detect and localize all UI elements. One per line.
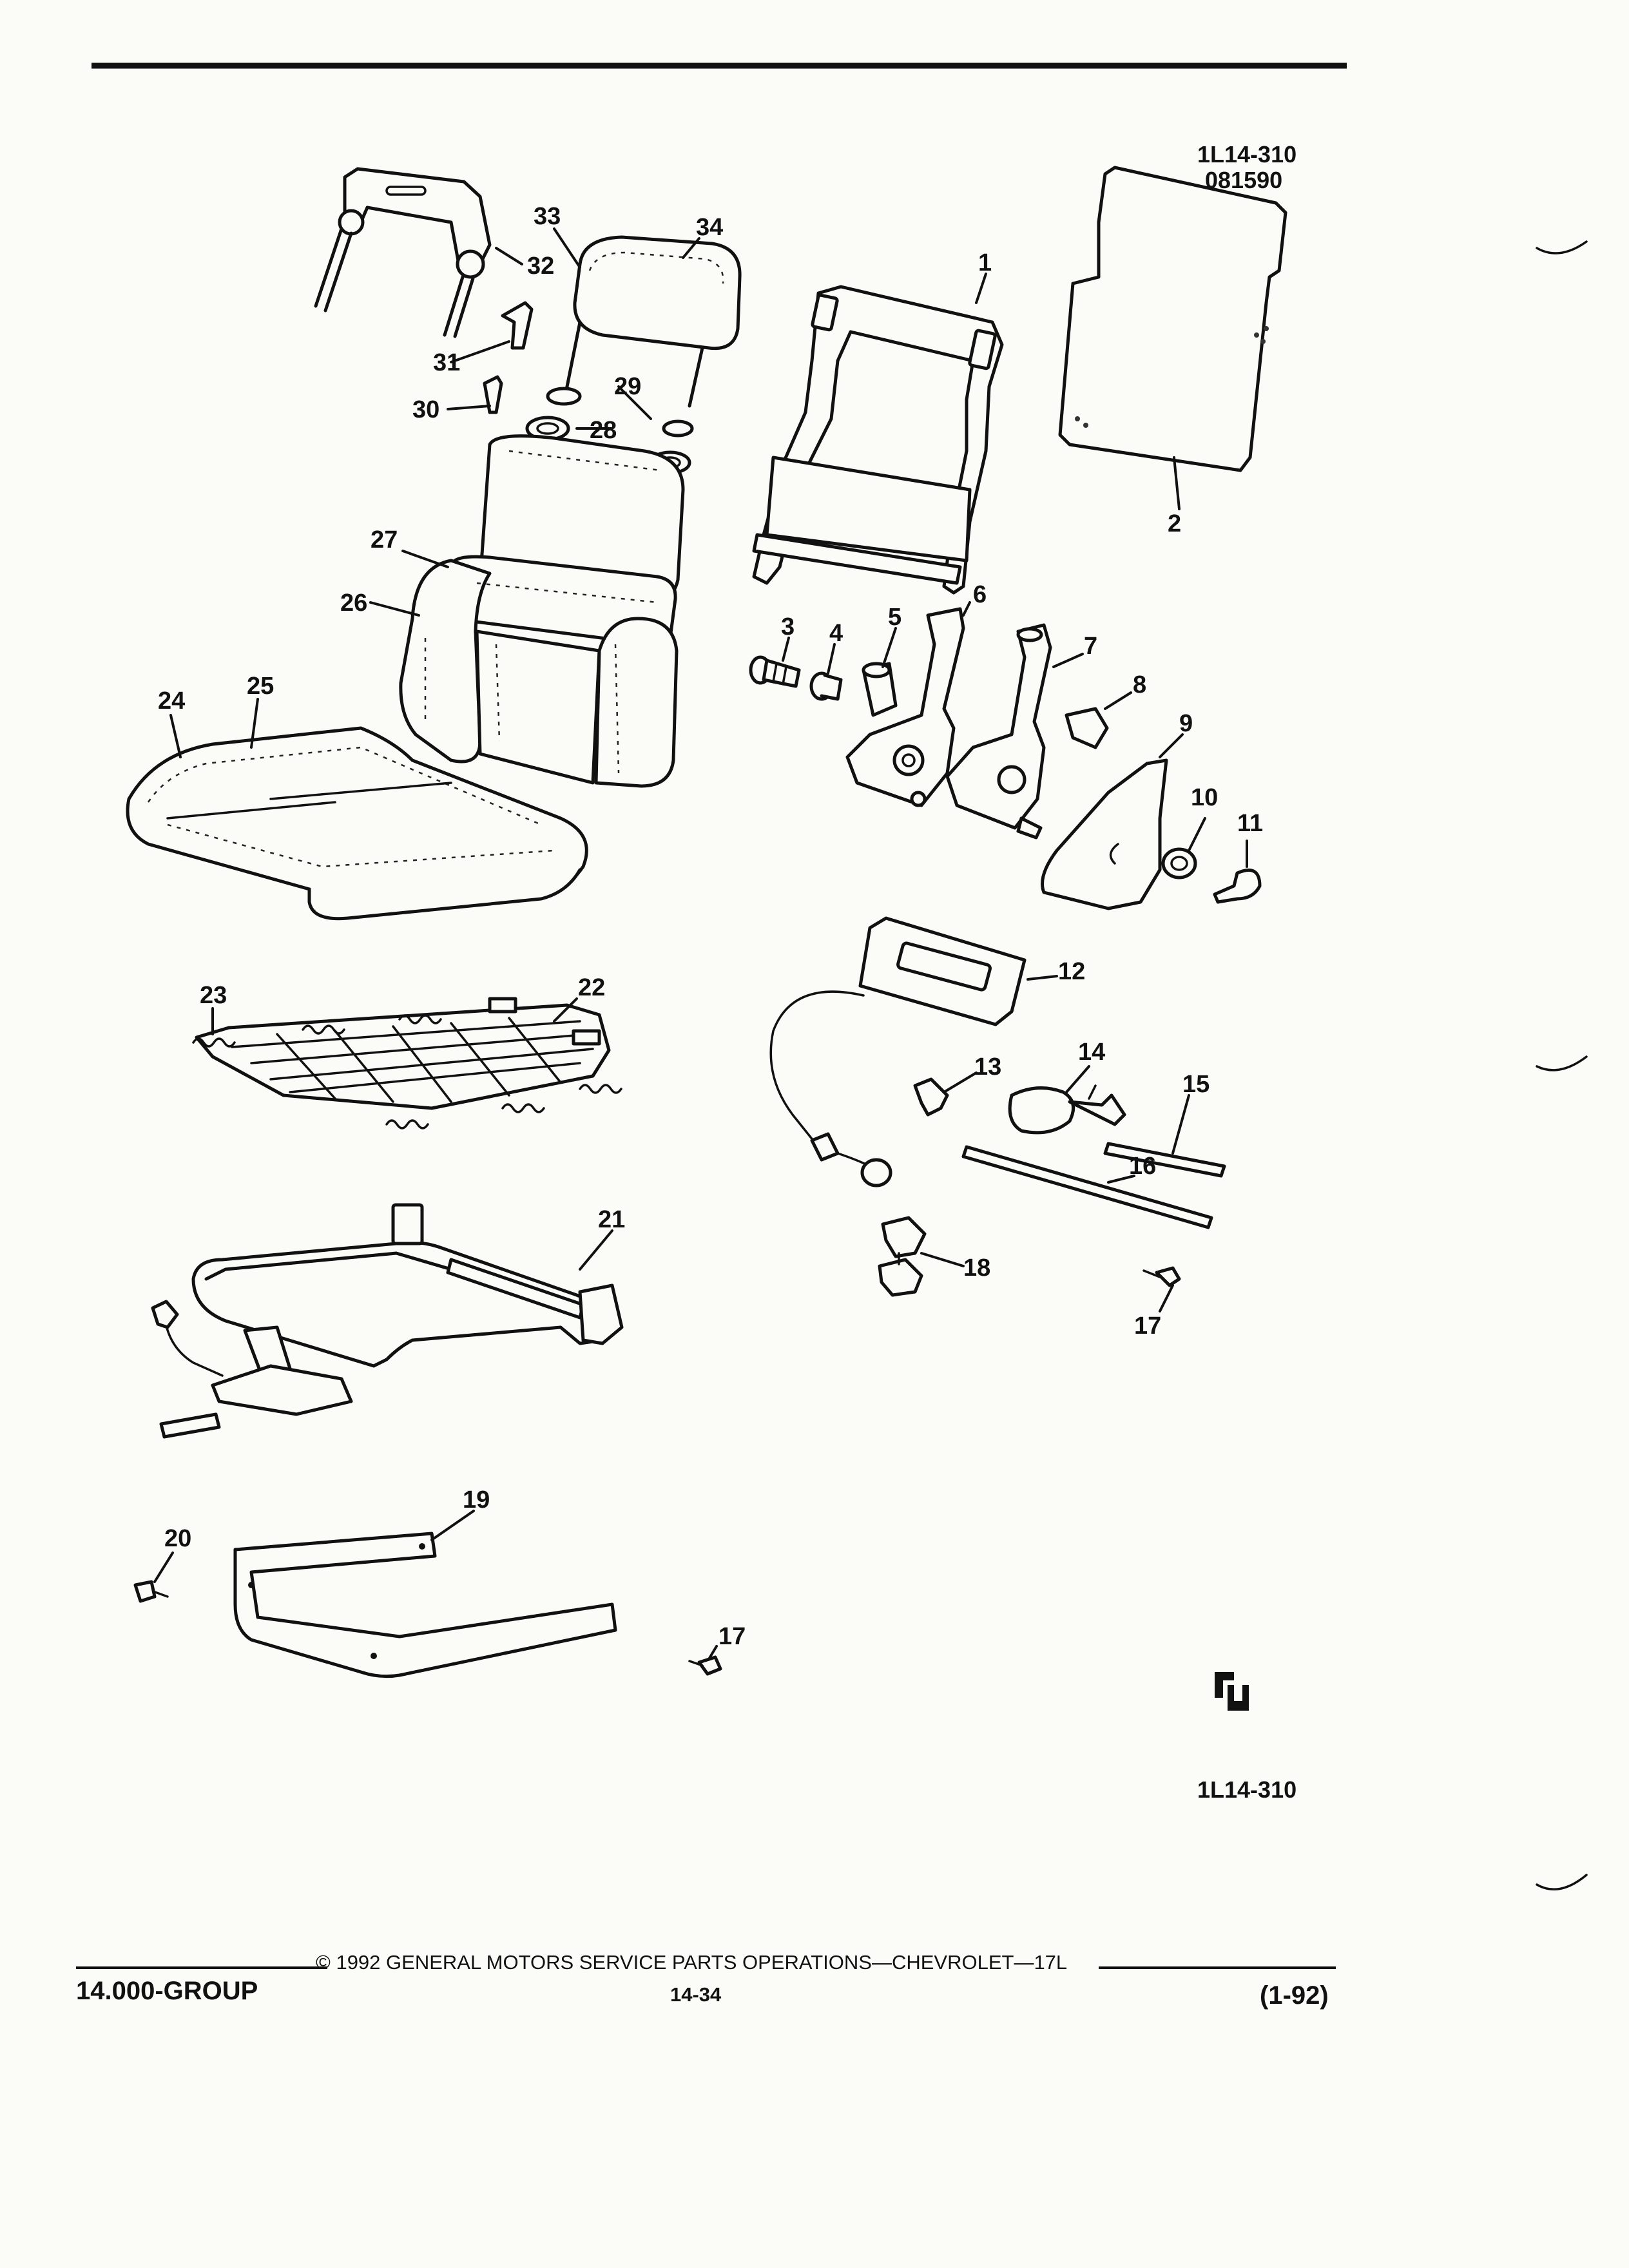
callout-22: 22 — [578, 974, 605, 1001]
callout-24: 24 — [158, 687, 185, 715]
callout-labels: 1 2 3 4 5 6 7 8 9 10 11 12 13 14 15 16 1… — [158, 203, 1263, 1650]
callout-17: 17 — [1134, 1312, 1161, 1340]
spring-assembly-22 — [192, 997, 622, 1129]
recliner-hinge-6 — [845, 607, 965, 807]
callout-4: 4 — [829, 620, 843, 647]
seat-back-cover — [399, 434, 685, 788]
callout-1: 1 — [978, 249, 992, 276]
screw-17b — [688, 1655, 722, 1676]
copyright-text: © 1992 GENERAL MOTORS SERVICE PARTS OPER… — [316, 1951, 1068, 1974]
footer-rule-right — [1099, 1966, 1336, 1969]
callout-25: 25 — [247, 673, 274, 700]
back-panel-2 — [1058, 166, 1287, 472]
screw-17 — [1142, 1266, 1181, 1287]
bushing-10 — [1161, 847, 1197, 879]
callout-12: 12 — [1058, 958, 1085, 985]
revision-date: (1-92) — [1260, 1981, 1329, 2010]
callout-6: 6 — [973, 581, 987, 608]
pin-30 — [483, 375, 503, 414]
callout-34: 34 — [696, 214, 723, 241]
clip-18 — [878, 1216, 927, 1297]
callout-20: 20 — [164, 1525, 191, 1552]
callout-2: 2 — [1168, 510, 1181, 537]
cu-logo — [1215, 1672, 1249, 1711]
callout-27: 27 — [371, 526, 398, 553]
leader-lines — [153, 227, 1248, 1660]
cap-8 — [1065, 707, 1109, 749]
callout-10: 10 — [1191, 784, 1218, 811]
callout-21: 21 — [598, 1206, 625, 1233]
callout-19: 19 — [463, 1486, 490, 1514]
callout-26: 26 — [340, 590, 367, 617]
footer-rule-left — [76, 1966, 327, 1969]
callout-17b: 17 — [718, 1623, 746, 1650]
callout-3: 3 — [781, 613, 795, 640]
tube-15 — [1103, 1142, 1226, 1178]
callout-23: 23 — [200, 982, 227, 1009]
bolt-3 — [749, 655, 801, 688]
group-label: 14.000-GROUP — [76, 1977, 258, 2005]
bushing-4 — [809, 671, 843, 701]
lumbar-handle-12 — [769, 916, 1027, 1187]
callout-29: 29 — [614, 373, 641, 400]
callout-30: 30 — [412, 396, 439, 423]
ref-code-top: 1L14-310 — [1197, 141, 1296, 168]
knob-11 — [1213, 869, 1262, 904]
callout-31: 31 — [433, 349, 460, 376]
headrest-bracket-32 — [314, 167, 492, 338]
screw-20 — [133, 1580, 169, 1603]
callout-9: 9 — [1179, 710, 1193, 737]
tube-16 — [961, 1145, 1213, 1229]
clip-13 — [913, 1077, 949, 1117]
bracket-19 — [233, 1532, 617, 1678]
callout-18: 18 — [963, 1254, 990, 1282]
callout-28: 28 — [590, 417, 617, 444]
guide-pin-31 — [501, 301, 534, 350]
binder-mark — [1536, 1055, 1588, 1072]
callout-32: 32 — [527, 253, 554, 280]
callout-13: 13 — [974, 1053, 1001, 1081]
headrest-34 — [562, 235, 742, 408]
callout-11: 11 — [1237, 810, 1263, 837]
seatback-frame-1 — [752, 285, 1004, 595]
callout-14: 14 — [1078, 1039, 1105, 1066]
callout-15: 15 — [1182, 1071, 1210, 1098]
binder-mark — [1536, 1874, 1588, 1890]
binder-mark — [1536, 240, 1588, 255]
callout-5: 5 — [888, 604, 901, 631]
pump-bulb-14 — [1008, 1084, 1126, 1135]
seat-adjuster-21 — [151, 1203, 624, 1439]
page-number: 14-34 — [670, 1983, 722, 2006]
callout-7: 7 — [1084, 633, 1097, 660]
ref-code-bottom: 1L14-310 — [1197, 1776, 1296, 1803]
spacer-5 — [862, 662, 898, 717]
bushings-29 — [546, 387, 694, 437]
hinge-cover-9 — [1041, 758, 1168, 910]
callout-16: 16 — [1129, 1153, 1156, 1180]
callout-33: 33 — [534, 203, 561, 230]
recliner-hinge-7 — [945, 623, 1052, 840]
seat-cushion — [126, 726, 588, 921]
callout-8: 8 — [1133, 671, 1146, 698]
